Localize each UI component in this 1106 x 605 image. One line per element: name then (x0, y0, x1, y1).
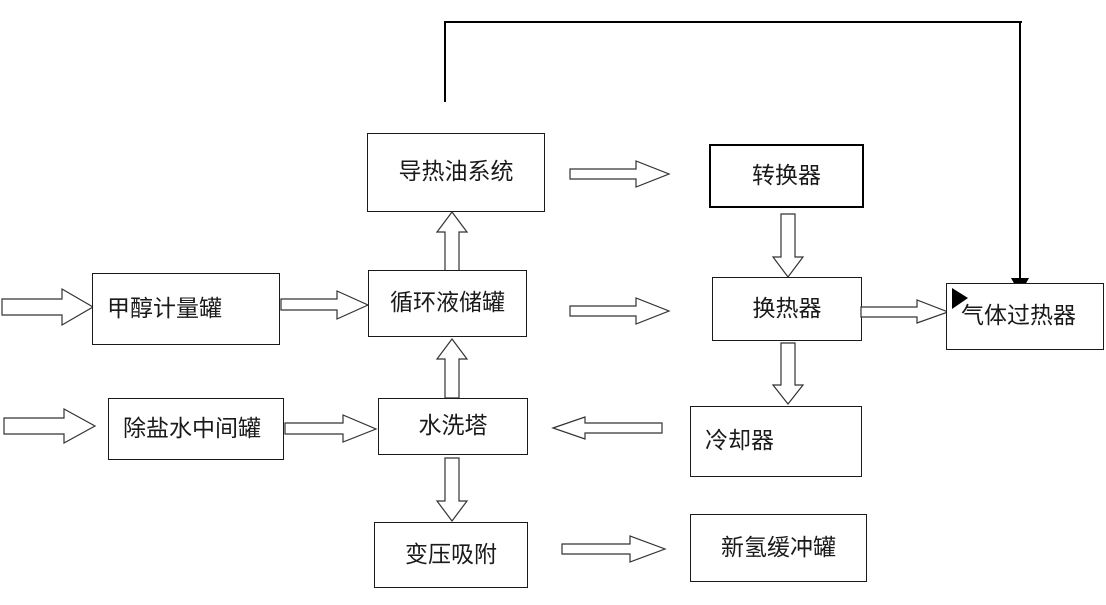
node-fresh-hydrogen-buffer-tank[interactable]: 新氢缓冲罐 (690, 514, 867, 582)
node-label: 新氢缓冲罐 (721, 534, 836, 561)
node-label: 换热器 (752, 295, 822, 322)
arrow-demineralized-water-tank-to-water-wash-tower (284, 414, 378, 443)
node-label: 除盐水中间罐 (123, 415, 261, 442)
node-cooler[interactable]: 冷却器 (690, 406, 862, 477)
node-label: 转换器 (752, 162, 821, 189)
node-label: 水洗塔 (418, 413, 488, 439)
arrow-heat-exchanger-to-gas-superheater (860, 299, 950, 324)
arrow-inlet-to-demineralized-water-tank (3, 407, 97, 445)
node-label: 气体过热器 (961, 303, 1076, 329)
arrow-oil-system-to-converter (569, 160, 671, 188)
node-heat-transfer-oil-system[interactable]: 导热油系统 (367, 133, 545, 212)
node-label: 冷却器 (705, 428, 774, 454)
node-label: 导热油系统 (398, 159, 514, 185)
feedback-loop-top-horizontal (444, 21, 1022, 23)
arrow-water-wash-tower-to-psa (434, 457, 470, 522)
feedback-loop-right-vertical (1019, 22, 1021, 281)
feedback-loop-left-vertical (444, 22, 446, 102)
node-methanol-metering-tank[interactable]: 甲醇计量罐 (92, 273, 280, 345)
node-gas-superheater[interactable]: 气体过热器 (946, 283, 1104, 350)
node-heat-exchanger[interactable]: 换热器 (712, 277, 862, 341)
node-label: 变压吸附 (405, 541, 497, 568)
inlet-triangle-marker-icon (952, 288, 969, 310)
arrow-methanol-tank-to-circulating-tank (280, 290, 370, 320)
arrow-converter-to-heat-exchanger (770, 213, 806, 278)
arrow-heat-exchanger-to-cooler (770, 342, 806, 405)
node-converter[interactable]: 转换器 (709, 144, 864, 208)
arrow-cooler-to-water-wash-tower (551, 416, 663, 441)
node-demineralized-water-intermediate-tank[interactable]: 除盐水中间罐 (108, 398, 284, 460)
arrow-circulating-tank-to-heat-exchanger (569, 297, 671, 325)
arrow-inlet-to-methanol-metering-tank (1, 287, 95, 327)
node-label: 循环液储罐 (390, 290, 505, 316)
node-water-wash-tower[interactable]: 水洗塔 (378, 398, 528, 455)
node-circulating-liquid-storage-tank[interactable]: 循环液储罐 (368, 270, 527, 337)
node-pressure-swing-adsorption[interactable]: 变压吸附 (374, 522, 528, 588)
node-label: 甲醇计量罐 (107, 295, 222, 322)
arrow-circulating-tank-to-oil-system (434, 211, 470, 274)
arrow-water-wash-tower-to-circulating-tank (434, 338, 470, 399)
arrow-psa-to-hydrogen-buffer-tank (561, 535, 667, 563)
